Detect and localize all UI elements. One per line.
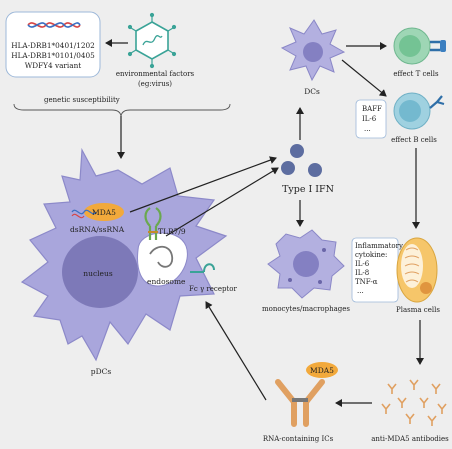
ifn-molecules — [281, 144, 322, 177]
tlr-receptor-icon — [144, 207, 162, 240]
arrow-dc-to-b — [341, 59, 387, 97]
environmental-label-1: environmental factors — [116, 70, 195, 78]
baff-line-2: IL-6 — [362, 115, 377, 123]
pdc-mda5-label: MDA5 — [92, 208, 116, 217]
dc-cell — [280, 19, 346, 82]
effect-b-cells-label: effect B cells — [391, 136, 437, 144]
tlr-label: TLR7/9 — [158, 227, 186, 236]
nucleus-label: nucleus — [83, 269, 113, 278]
cytokine-box: Inflammatory cytokine: IL-6 IL-8 TNF-α .… — [351, 237, 403, 303]
cytokine-line-3: IL-6 — [355, 260, 370, 268]
baff-box: BAFF IL-6 ... — [355, 99, 387, 139]
endosome-label: endosome — [147, 277, 186, 286]
plasma-cells-label: Plasma cells — [396, 306, 440, 314]
baff-line-3: ... — [364, 125, 371, 133]
pdc-cell — [20, 147, 228, 362]
ics-mda5-label: MDA5 — [310, 366, 334, 375]
nucleus-shape — [62, 236, 138, 308]
dcs-label: DCs — [304, 87, 320, 96]
monocyte-cell — [267, 229, 345, 299]
gene-line-2: HLA-DRB1*0101/0405 — [11, 51, 95, 60]
cytokine-line-5: TNF-α — [355, 278, 378, 286]
dna-icon — [27, 22, 81, 28]
type-i-ifn-label: Type I IFN — [282, 184, 334, 195]
plasma-cell — [396, 237, 438, 303]
baff-line-1: BAFF — [362, 105, 382, 113]
susceptibility-bracket — [13, 103, 231, 117]
b-cell — [393, 92, 445, 130]
pdcs-label: pDCs — [91, 367, 112, 376]
ics-mda5-shape — [306, 362, 338, 378]
cytokine-line-1: Inflammatory — [355, 242, 403, 250]
antibody-cluster — [381, 379, 447, 426]
virus-icon — [127, 12, 177, 69]
t-cell — [393, 27, 446, 65]
arrow-tlr-to-ifn — [165, 167, 279, 237]
mda5-shape — [84, 203, 124, 221]
gene-line-1: HLA-DRB1*0401/1202 — [11, 41, 95, 50]
immune-complex — [275, 362, 338, 427]
fc-receptor-icon — [190, 263, 215, 273]
genetic-susceptibility-label: genetic susceptibility — [44, 96, 120, 104]
cytokine-line-4: IL-8 — [355, 269, 369, 277]
environmental-label-2: (eg:virus) — [138, 80, 172, 88]
gene-line-3: WDFY4 variant — [25, 61, 82, 70]
cytokine-line-6: ... — [357, 287, 364, 295]
genes-box: HLA-DRB1*0401/1202 HLA-DRB1*0101/0405 WD… — [5, 11, 101, 78]
arrow-mda5-to-ifn — [129, 156, 277, 213]
ics-label: RNA-containing ICs — [263, 435, 334, 443]
arrow-ics-to-pdc — [205, 301, 267, 401]
antibodies-label: anti-MDA5 antibodies — [371, 435, 449, 443]
cytokine-line-2: cytokine: — [355, 251, 387, 259]
effect-t-cells-label: effect T cells — [393, 70, 439, 78]
monocytes-label: monocytes/macrophages — [262, 305, 350, 313]
rna-strand-icon — [71, 209, 97, 215]
fc-receptor-label: Fc γ receptor — [189, 285, 237, 293]
dsrna-label: dsRNA/ssRNA — [70, 225, 125, 234]
